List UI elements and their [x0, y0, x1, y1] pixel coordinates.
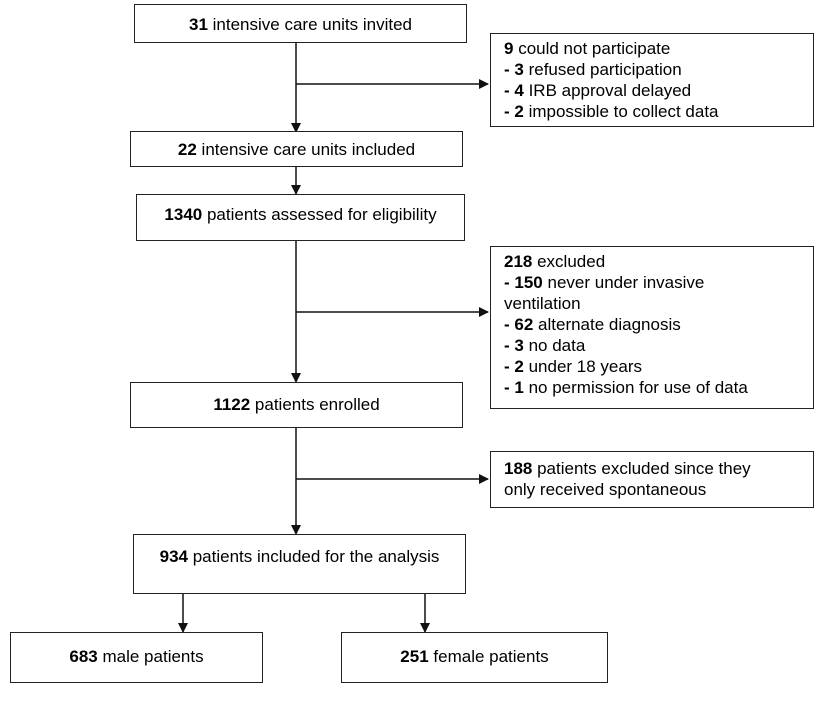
box-patients-enrolled: 1122 patients enrolled: [130, 382, 463, 428]
box-excluded: 218 excluded - 150 never under invasive …: [490, 246, 814, 409]
box-patients-assessed: 1340 patients assessed for eligibility: [136, 194, 465, 241]
box-could-not-participate: 9 could not participate - 3 refused part…: [490, 33, 814, 127]
box-spontaneous-excluded: 188 patients excluded since they only re…: [490, 451, 814, 508]
box-units-included: 22 intensive care units included: [130, 131, 463, 167]
box-female-patients: 251 female patients: [341, 632, 608, 683]
box-analysis-included: 934 patients included for the analysis: [133, 534, 466, 594]
box-units-invited: 31 intensive care units invited: [134, 4, 467, 43]
box-male-patients: 683 male patients: [10, 632, 263, 683]
